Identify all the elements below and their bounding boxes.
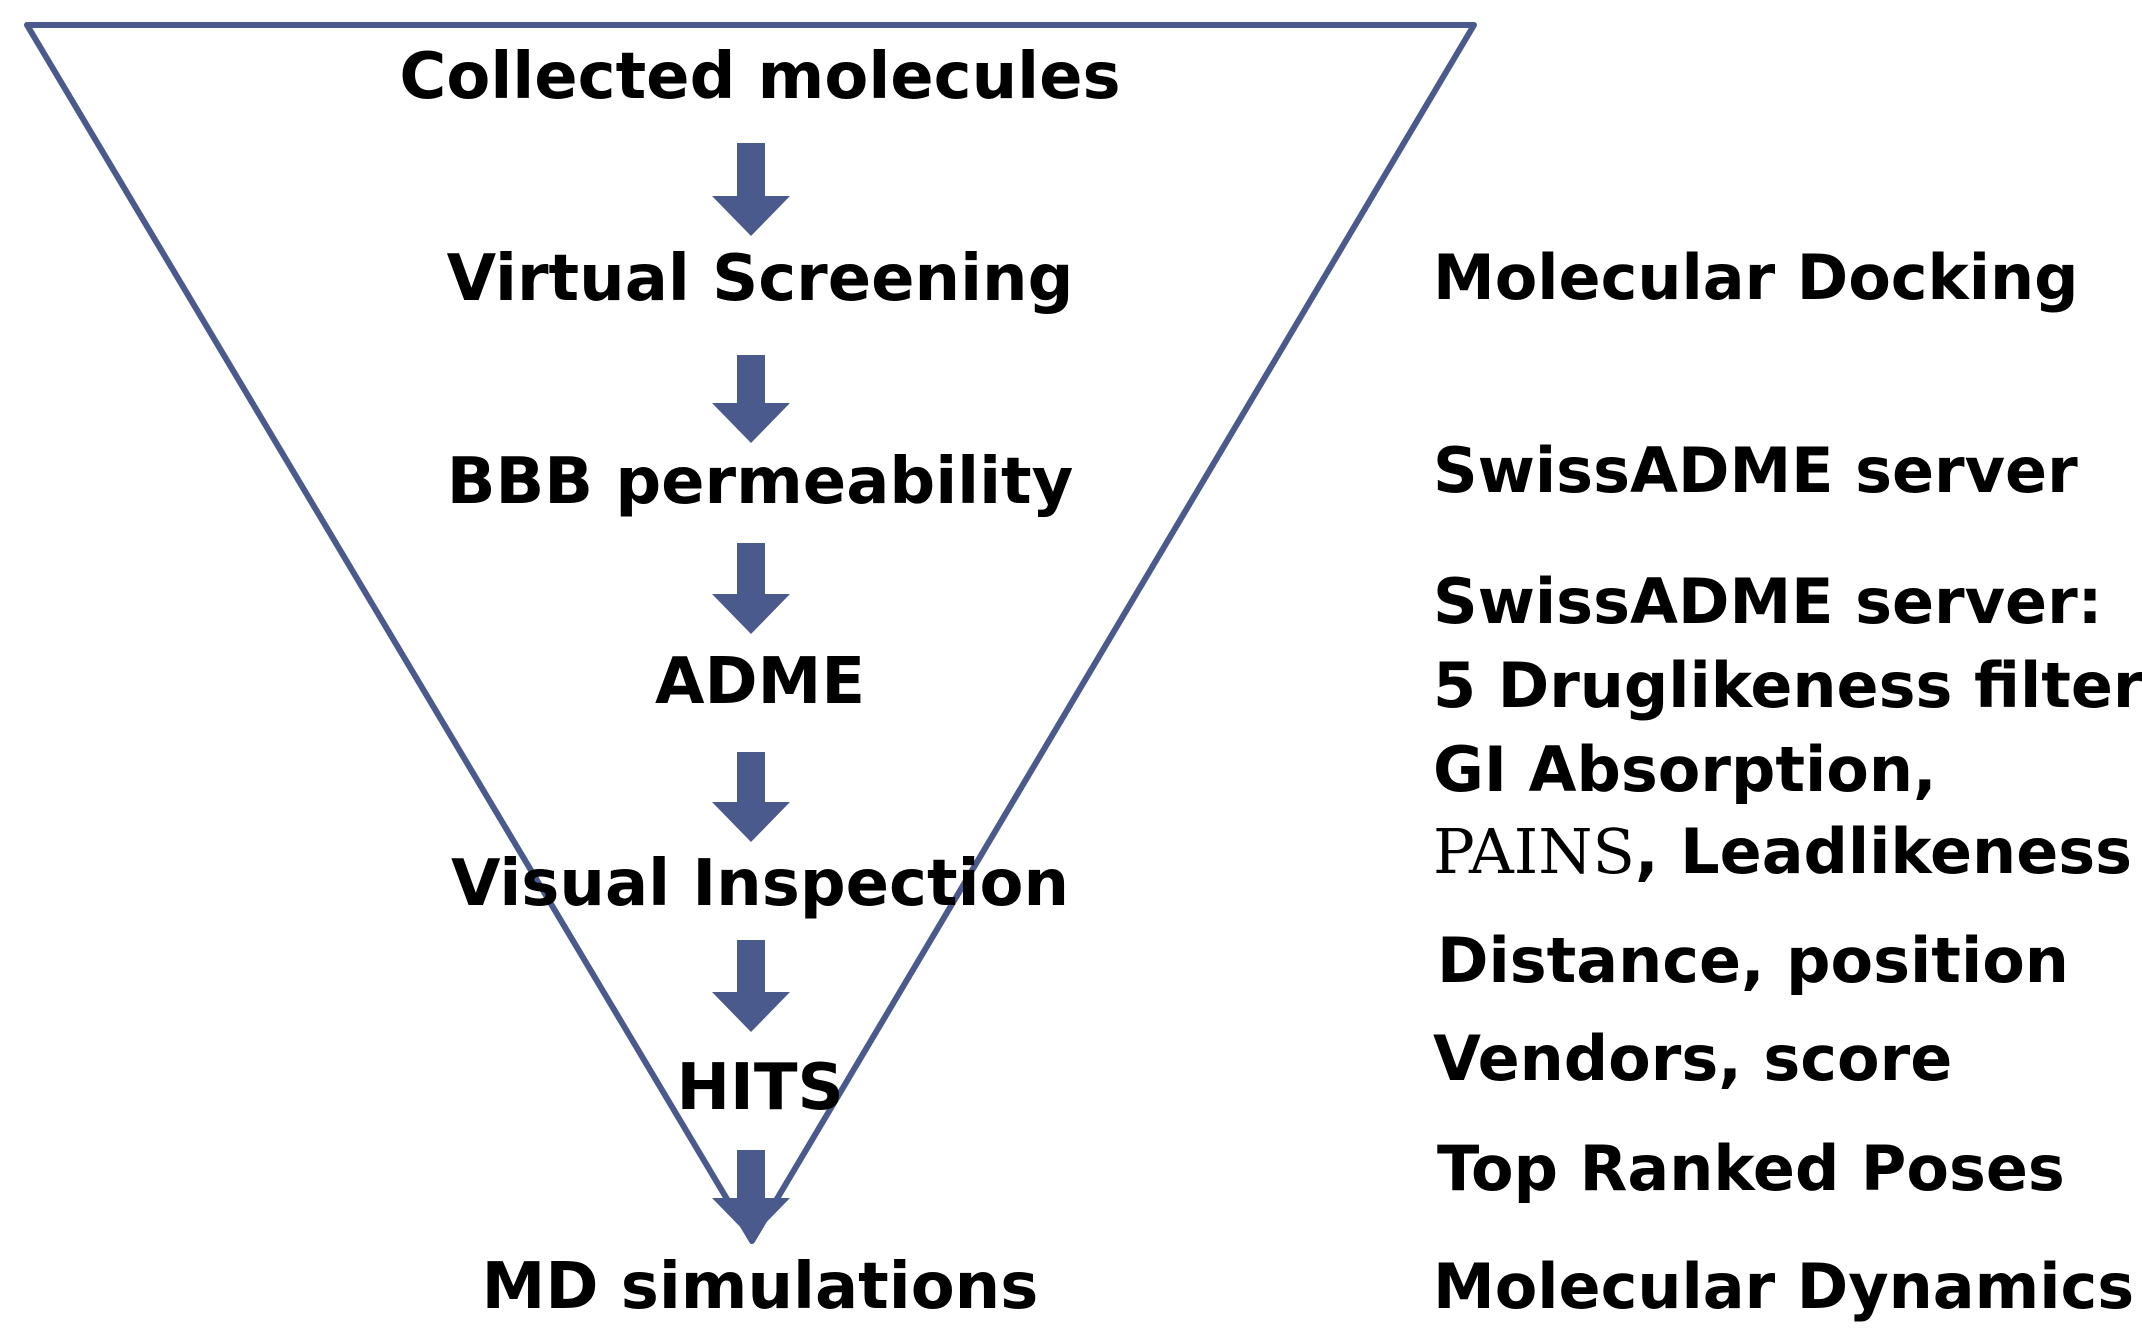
note-druglikeness-filters: 5 Druglikeness filters	[1433, 649, 2142, 722]
step-label-group: Collected molecules Virtual Screening BB…	[399, 40, 1120, 1324]
method-notes: Molecular Docking SwissADME server Swiss…	[1433, 241, 2142, 1323]
down-arrow-icon	[712, 355, 790, 443]
arrow-group	[712, 143, 790, 1238]
note-molecular-docking: Molecular Docking	[1433, 241, 2079, 314]
note-distance-position: Distance, position	[1437, 924, 2069, 997]
note-swissadme-server: SwissADME server	[1433, 434, 2078, 507]
down-arrow-icon	[712, 1150, 790, 1238]
note-pains-leadlikeness: PAINS, Leadlikeness	[1433, 815, 2132, 888]
step-label-visual-inspection: Visual Inspection	[451, 847, 1069, 921]
note-gi-absorption: GI Absorption,	[1433, 733, 1937, 806]
funnel-triangle	[24, 22, 1477, 1244]
note-pains: PAINS	[1433, 815, 1635, 888]
step-label-hits: HITS	[676, 1051, 843, 1125]
step-label-collected-molecules: Collected molecules	[399, 40, 1120, 114]
note-top-ranked-poses: Top Ranked Poses	[1437, 1132, 2065, 1205]
note-molecular-dynamics: Molecular Dynamics	[1433, 1250, 2134, 1323]
step-label-virtual-screening: Virtual Screening	[447, 242, 1074, 316]
down-arrow-icon	[712, 143, 790, 236]
note-swissadme-server-colon: SwissADME server:	[1433, 565, 2102, 638]
down-arrow-icon	[712, 543, 790, 634]
note-vendors-score: Vendors, score	[1433, 1022, 1952, 1095]
down-arrow-icon	[712, 752, 790, 842]
step-label-adme: ADME	[655, 645, 865, 719]
step-label-md-simulations: MD simulations	[482, 1250, 1039, 1324]
step-label-bbb-permeability: BBB permeability	[447, 445, 1074, 519]
note-leadlikeness: , Leadlikeness	[1635, 815, 2132, 888]
down-arrow-icon	[712, 940, 790, 1032]
